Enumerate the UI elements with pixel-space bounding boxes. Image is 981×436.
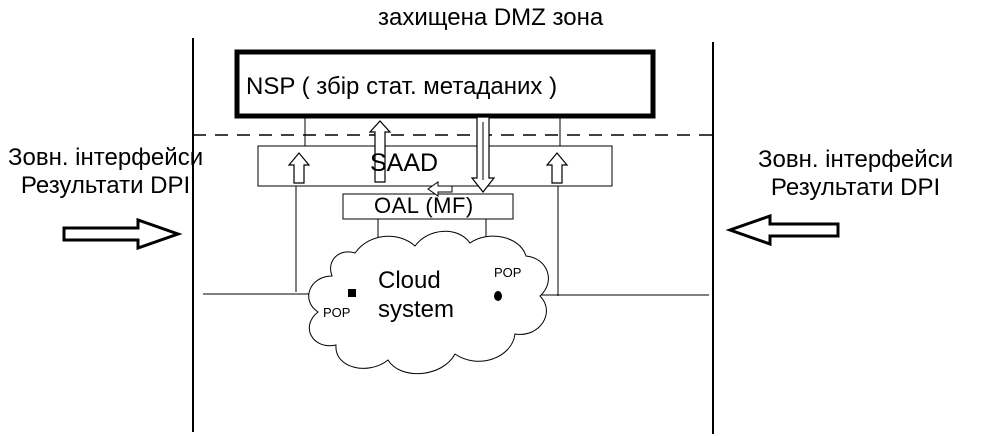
cloud-label-line1: Cloud xyxy=(378,267,441,294)
pop-right-marker xyxy=(494,291,502,301)
external-left-line1: Зовн. інтерфейси xyxy=(8,144,204,171)
up-arrow-saad-left xyxy=(287,152,311,184)
cloud-shape xyxy=(308,230,549,374)
external-interfaces-left: Зовн. інтерфейси Результати DPI xyxy=(8,144,203,200)
nsp-box xyxy=(234,49,656,119)
up-arrow-saad-nsp xyxy=(368,120,392,183)
oal-label: OAL (MF) xyxy=(374,193,474,218)
external-right-line2: Результати DPI xyxy=(770,174,941,201)
saad-label: SAAD xyxy=(370,149,439,177)
left-external-arrow xyxy=(62,217,183,251)
external-left-line2: Результати DPI xyxy=(20,172,191,199)
right-external-arrow xyxy=(725,213,840,247)
up-arrow-saad-right xyxy=(545,152,569,184)
cloud-label-line2: system xyxy=(378,296,455,323)
external-interfaces-right: Зовн. інтерфейси Результати DPI xyxy=(758,146,953,202)
oal-box xyxy=(342,193,514,220)
pop-right-label: POP xyxy=(494,265,522,280)
small-left-arrow xyxy=(427,181,453,197)
external-right-line1: Зовн. інтерфейси xyxy=(758,146,954,173)
nsp-label: NSP ( збір стат. метаданих ) xyxy=(246,73,558,100)
pop-left-marker xyxy=(348,289,356,297)
pop-left-label: POP xyxy=(323,305,351,320)
zone-title: захищена DMZ зона xyxy=(378,4,604,31)
cloud-label: Cloud system xyxy=(378,266,454,324)
